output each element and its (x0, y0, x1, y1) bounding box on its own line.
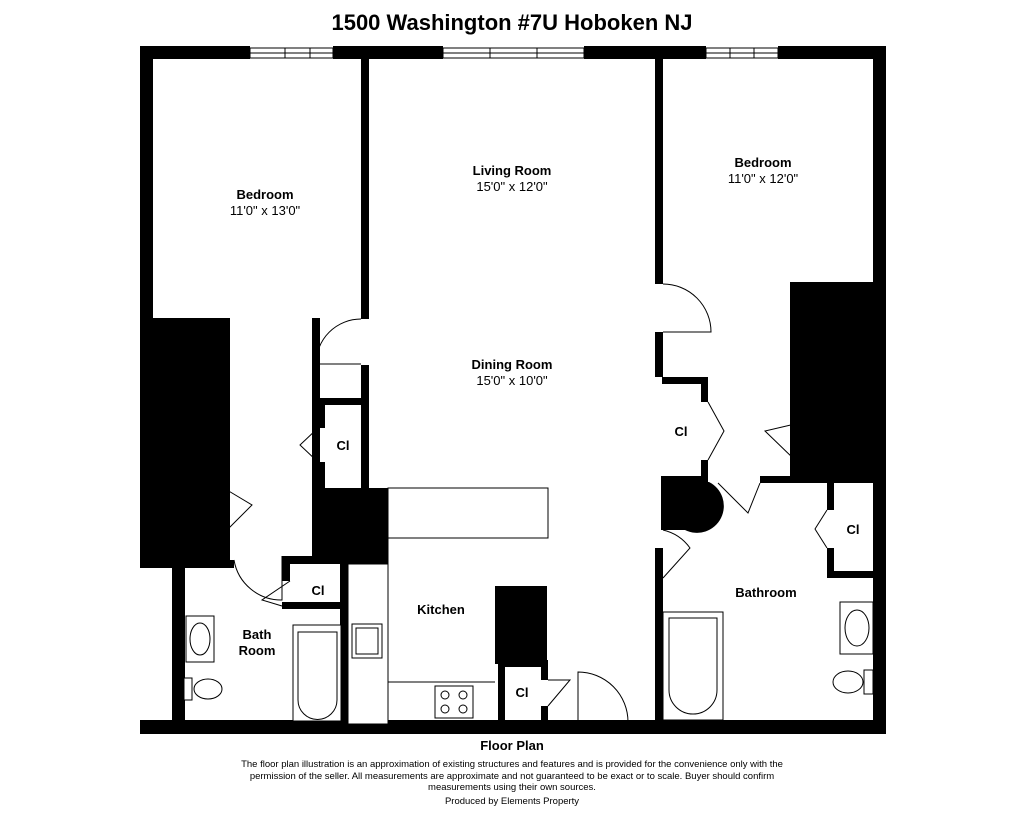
doors (226, 283, 828, 723)
fixtures (183, 601, 874, 722)
room-dims: 15'0" x 10'0" (476, 373, 548, 388)
closet-label: Cl (847, 522, 860, 537)
closet-label: Cl (312, 583, 325, 598)
windows (249, 47, 779, 59)
kitchen-counters (347, 487, 549, 725)
room-name: Living Room (473, 163, 552, 178)
room-name: Dining Room (472, 357, 553, 372)
room-name: Bedroom (734, 155, 791, 170)
kitchen-label: Kitchen (417, 602, 465, 617)
solid-chases (140, 282, 873, 664)
page-title: 1500 Washington #7U Hoboken NJ (331, 10, 693, 35)
bathroom-label: Bathroom (735, 585, 796, 600)
floor-plan-label: Floor Plan (480, 738, 544, 753)
toilet-icon-2 (863, 669, 874, 695)
closet-label: Cl (675, 424, 688, 439)
closet-label: Cl (809, 434, 822, 449)
toilet-icon (183, 677, 193, 701)
bath-label-line1: Bath (243, 627, 272, 642)
stove-icon (434, 685, 474, 719)
closet-label: Cl (337, 438, 350, 453)
disclaimer-text: The floor plan illustration is an approx… (241, 759, 783, 793)
room-labels: Bedroom 11'0" x 13'0" Living Room 15'0" … (197, 155, 860, 700)
interior-walls (172, 59, 873, 726)
closet-label: Cl (197, 494, 210, 509)
room-dims: 11'0" x 13'0" (230, 203, 301, 218)
closet-label: Cl (516, 685, 529, 700)
room-dims: 11'0" x 12'0" (728, 171, 799, 186)
bath-label-line2: Room (239, 643, 276, 658)
produced-by: Produced by Elements Property (444, 796, 580, 807)
room-name: Bedroom (236, 187, 293, 202)
room-dims: 15'0" x 12'0" (476, 179, 548, 194)
